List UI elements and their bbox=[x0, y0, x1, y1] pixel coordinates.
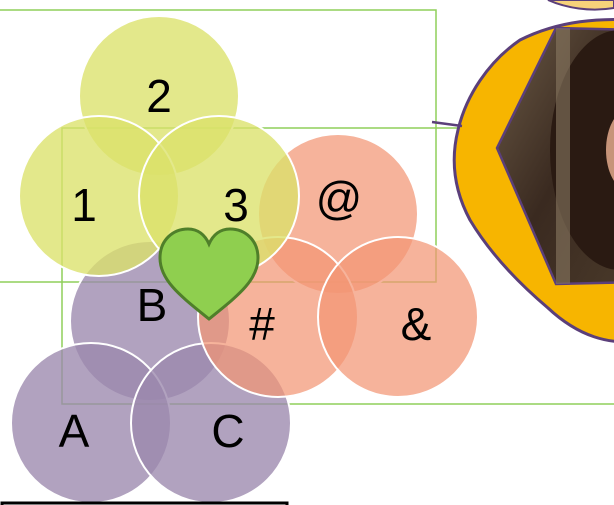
portrait-photo bbox=[550, 28, 614, 284]
label-ampersand: & bbox=[401, 298, 432, 350]
label-A: A bbox=[59, 405, 90, 457]
hexagon-tab bbox=[548, 0, 614, 10]
label-hash: # bbox=[249, 298, 275, 350]
label-3: 3 bbox=[223, 179, 249, 231]
label-2: 2 bbox=[146, 70, 172, 122]
label-C: C bbox=[211, 405, 244, 457]
label-1: 1 bbox=[71, 179, 97, 231]
numbers-venn-group bbox=[19, 16, 299, 276]
label-at: @ bbox=[316, 172, 363, 224]
label-B: B bbox=[137, 279, 168, 331]
circle-ampersand bbox=[318, 237, 478, 397]
